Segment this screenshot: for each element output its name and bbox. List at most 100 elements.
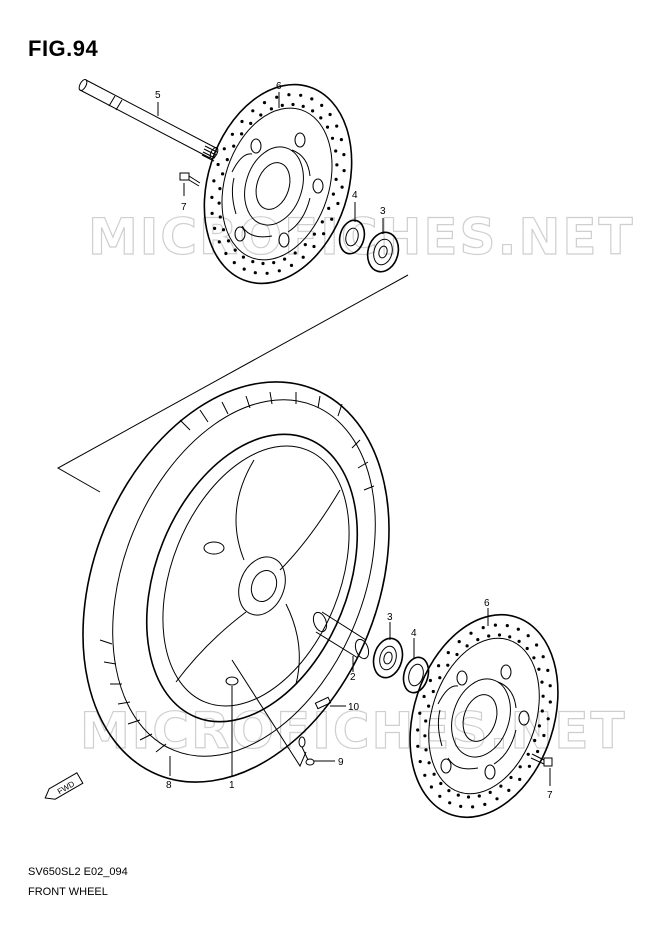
wheel bbox=[145, 433, 359, 723]
disc-hole bbox=[241, 255, 245, 259]
disc-hole bbox=[280, 103, 284, 107]
disc-hole bbox=[477, 794, 481, 798]
disc-hole bbox=[424, 748, 428, 752]
disc-hole bbox=[301, 104, 305, 108]
bearing-lower bbox=[372, 637, 404, 679]
disc-hole bbox=[526, 634, 530, 638]
disc-hole bbox=[259, 113, 263, 117]
disc-hole bbox=[465, 644, 469, 648]
disc-hole bbox=[277, 269, 281, 273]
brake-disc-upper bbox=[203, 83, 353, 285]
disc-hole bbox=[459, 804, 463, 809]
callout-9: 9 bbox=[338, 757, 344, 768]
disc-bolt-lower bbox=[530, 753, 553, 767]
disc-hole bbox=[335, 124, 339, 128]
disc-hole bbox=[283, 257, 287, 261]
disc-hole bbox=[226, 239, 231, 243]
disc-hole bbox=[340, 185, 344, 189]
disc-hole bbox=[342, 169, 346, 173]
disc-hole bbox=[438, 794, 442, 798]
disc-hole bbox=[427, 704, 431, 708]
disc-hole bbox=[272, 261, 276, 265]
disc-hole bbox=[320, 220, 324, 224]
disc-hole bbox=[432, 772, 436, 776]
disc-hole bbox=[428, 678, 432, 683]
disc-hole bbox=[481, 626, 485, 630]
disc-hole bbox=[483, 802, 487, 807]
disc-hole bbox=[339, 138, 343, 142]
disc-hole bbox=[287, 93, 291, 97]
disc-hole bbox=[546, 717, 550, 721]
disc-hole bbox=[293, 251, 297, 255]
disc-hole bbox=[251, 260, 255, 264]
disc-hole bbox=[230, 132, 234, 136]
disc-hole bbox=[319, 116, 323, 120]
disc-hole bbox=[488, 790, 492, 795]
disc-hole bbox=[275, 95, 279, 99]
disc-hole bbox=[493, 623, 497, 627]
disc-hole bbox=[431, 689, 435, 694]
disc-hole bbox=[466, 795, 471, 799]
disc-hole bbox=[429, 785, 433, 789]
disc-hole bbox=[495, 797, 499, 801]
disc-hole bbox=[422, 694, 426, 699]
disc-hole bbox=[507, 788, 511, 793]
disc-hole bbox=[334, 149, 338, 153]
disc-hole bbox=[218, 215, 222, 219]
callout-6-upper: 6 bbox=[276, 81, 282, 92]
disc-hole bbox=[232, 144, 236, 148]
callout-10: 10 bbox=[348, 702, 360, 713]
disc-hole bbox=[516, 627, 520, 631]
dust-seal-upper bbox=[338, 219, 366, 255]
disc-hole bbox=[518, 777, 522, 782]
disc-hole bbox=[330, 217, 334, 221]
disc-hole bbox=[330, 136, 335, 140]
disc-hole bbox=[448, 801, 452, 805]
disc-hole bbox=[225, 158, 229, 162]
bearing-upper bbox=[366, 231, 400, 273]
callout-4-upper: 4 bbox=[352, 190, 358, 201]
disc-hole bbox=[291, 102, 295, 107]
callout-7-upper: 7 bbox=[181, 202, 187, 213]
disc-hole bbox=[427, 761, 431, 765]
disc-hole bbox=[342, 153, 346, 157]
spacer bbox=[312, 611, 370, 660]
disc-hole bbox=[546, 668, 550, 673]
disc-hole bbox=[221, 172, 225, 176]
disc-hole bbox=[240, 132, 244, 136]
forward-direction-marker: FWD bbox=[44, 772, 84, 800]
disc-hole bbox=[221, 228, 226, 232]
disc-hole bbox=[213, 226, 217, 230]
disc-hole bbox=[446, 663, 450, 667]
disc-hole bbox=[312, 244, 316, 249]
disc-hole bbox=[518, 765, 522, 769]
disc-hole bbox=[536, 749, 540, 754]
disc-hole bbox=[541, 655, 545, 659]
callout-5-upper: 5 bbox=[155, 90, 161, 101]
disc-bolt-upper bbox=[179, 172, 201, 187]
balancer bbox=[314, 696, 332, 710]
disc-hole bbox=[222, 147, 226, 151]
disc-hole bbox=[240, 119, 244, 124]
disc-hole bbox=[336, 201, 340, 206]
disc-hole bbox=[548, 700, 552, 704]
callout-6-lower: 6 bbox=[484, 598, 490, 609]
disc-hole bbox=[418, 711, 422, 715]
disc-hole bbox=[216, 162, 220, 167]
disc-hole bbox=[497, 633, 502, 637]
disc-hole bbox=[533, 738, 537, 743]
disc-hole bbox=[542, 733, 546, 738]
disc-hole bbox=[242, 267, 246, 271]
disc-hole bbox=[469, 631, 473, 635]
disc-hole bbox=[233, 248, 237, 252]
diagram-code: SV650SL2 E02_094 bbox=[28, 866, 128, 878]
disc-hole bbox=[218, 187, 222, 191]
disc-hole bbox=[437, 664, 441, 668]
callout-8: 8 bbox=[166, 780, 172, 791]
disc-hole bbox=[320, 103, 324, 107]
disc-hole bbox=[541, 694, 545, 698]
callout-7-lower: 7 bbox=[547, 790, 553, 801]
disc-hole bbox=[527, 764, 532, 768]
disc-hole bbox=[471, 805, 475, 809]
